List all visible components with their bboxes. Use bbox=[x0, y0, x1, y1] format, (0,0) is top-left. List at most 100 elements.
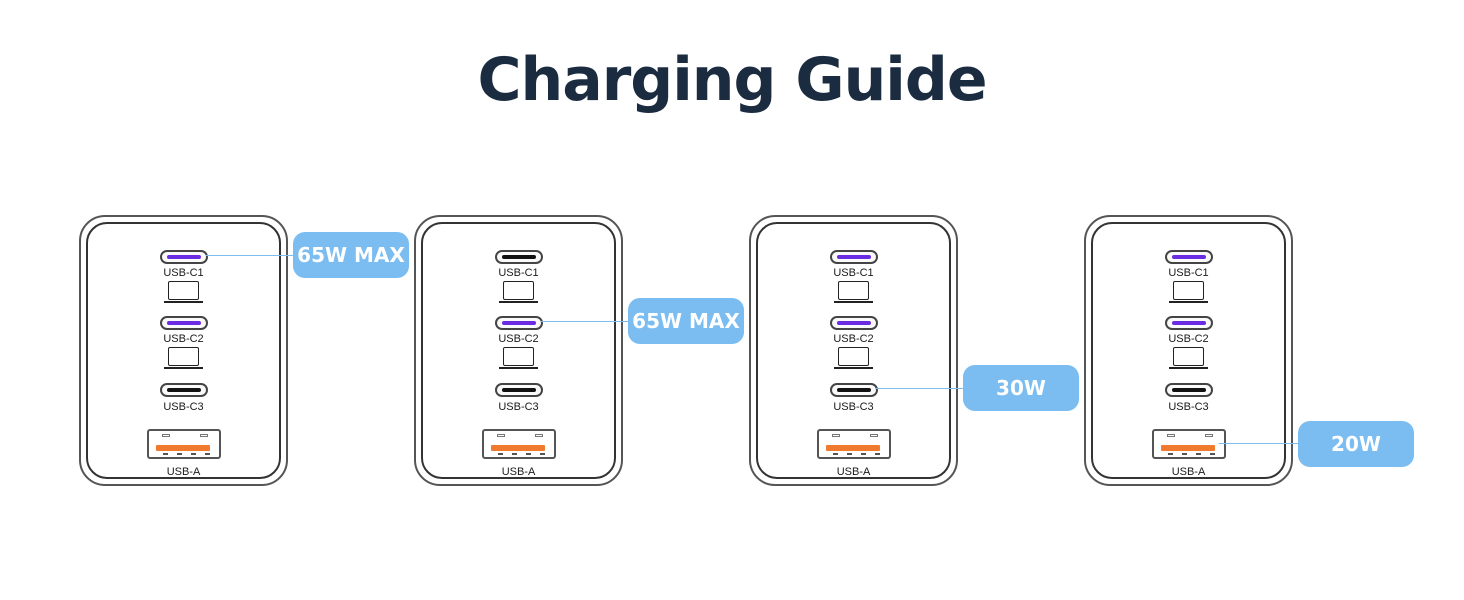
port-label: USB-C2 bbox=[163, 333, 204, 345]
usb-a-pin bbox=[511, 453, 517, 455]
laptop-icon bbox=[503, 281, 534, 300]
laptop-base bbox=[834, 301, 873, 303]
laptop-icon bbox=[503, 347, 534, 366]
page-title: Charging Guide bbox=[477, 45, 987, 115]
usb-a-pin bbox=[204, 453, 210, 455]
port-label: USB-A bbox=[1171, 466, 1206, 478]
usb-a-tab bbox=[1204, 434, 1213, 437]
laptop-base bbox=[1169, 301, 1208, 303]
charger-faceplate bbox=[756, 222, 951, 479]
usb-c-slot bbox=[836, 321, 871, 325]
usb-c-port bbox=[1164, 383, 1213, 397]
usb-a-port bbox=[816, 429, 891, 459]
usb-a-contact-bar bbox=[1160, 445, 1215, 451]
usb-a-pin bbox=[846, 453, 852, 455]
usb-c-port bbox=[159, 250, 208, 264]
usb-a-tab bbox=[831, 434, 840, 437]
usb-a-pin bbox=[1195, 453, 1201, 455]
usb-c-slot bbox=[836, 255, 871, 259]
usb-a-port bbox=[481, 429, 556, 459]
usb-a-pin bbox=[1181, 453, 1187, 455]
usb-c-slot bbox=[1171, 388, 1206, 392]
usb-a-pin bbox=[1167, 453, 1173, 455]
laptop-icon bbox=[1173, 347, 1204, 366]
port-label: USB-A bbox=[836, 466, 871, 478]
callout-connector-line bbox=[205, 255, 297, 256]
usb-a-pin bbox=[874, 453, 880, 455]
usb-c-port bbox=[159, 383, 208, 397]
power-output-badge: 65W MAX bbox=[293, 232, 409, 278]
usb-a-tab bbox=[534, 434, 543, 437]
usb-c-port bbox=[159, 316, 208, 330]
usb-a-pin bbox=[539, 453, 545, 455]
laptop-icon bbox=[168, 347, 199, 366]
usb-a-contact-bar bbox=[155, 445, 210, 451]
usb-a-pin bbox=[832, 453, 838, 455]
usb-a-contact-bar bbox=[490, 445, 545, 451]
power-output-badge: 30W bbox=[963, 365, 1079, 411]
callout-connector-line bbox=[1218, 443, 1302, 444]
usb-c-slot bbox=[501, 255, 536, 259]
port-label: USB-C1 bbox=[1168, 267, 1209, 279]
port-label: USB-C1 bbox=[163, 267, 204, 279]
port-label: USB-C3 bbox=[833, 401, 874, 413]
charger-faceplate bbox=[421, 222, 616, 479]
usb-c-slot bbox=[836, 388, 871, 392]
laptop-base bbox=[499, 367, 538, 369]
power-output-badge: 20W bbox=[1298, 421, 1414, 467]
laptop-icon bbox=[168, 281, 199, 300]
laptop-icon bbox=[838, 347, 869, 366]
usb-a-contact-bar bbox=[825, 445, 880, 451]
usb-a-tab bbox=[161, 434, 170, 437]
usb-c-port bbox=[1164, 316, 1213, 330]
port-label: USB-C2 bbox=[498, 333, 539, 345]
usb-a-tab bbox=[1166, 434, 1175, 437]
charger-faceplate bbox=[1091, 222, 1286, 479]
usb-c-slot bbox=[166, 321, 201, 325]
laptop-base bbox=[164, 301, 203, 303]
usb-c-port bbox=[494, 250, 543, 264]
usb-c-port bbox=[1164, 250, 1213, 264]
port-label: USB-A bbox=[166, 466, 201, 478]
usb-c-port bbox=[829, 316, 878, 330]
usb-a-tab bbox=[496, 434, 505, 437]
usb-a-pin bbox=[497, 453, 503, 455]
port-label: USB-C3 bbox=[1168, 401, 1209, 413]
usb-a-pin bbox=[525, 453, 531, 455]
port-label: USB-C2 bbox=[833, 333, 874, 345]
port-label: USB-C1 bbox=[498, 267, 539, 279]
port-label: USB-A bbox=[501, 466, 536, 478]
usb-c-port bbox=[494, 383, 543, 397]
callout-connector-line bbox=[875, 388, 967, 389]
port-label: USB-C3 bbox=[163, 401, 204, 413]
usb-c-port bbox=[494, 316, 543, 330]
callout-connector-line bbox=[540, 321, 632, 322]
port-label: USB-C1 bbox=[833, 267, 874, 279]
usb-a-port bbox=[146, 429, 221, 459]
laptop-icon bbox=[1173, 281, 1204, 300]
port-label: USB-C3 bbox=[498, 401, 539, 413]
usb-a-pin bbox=[176, 453, 182, 455]
laptop-base bbox=[499, 301, 538, 303]
usb-c-port bbox=[829, 250, 878, 264]
usb-a-pin bbox=[162, 453, 168, 455]
port-label: USB-C2 bbox=[1168, 333, 1209, 345]
usb-c-slot bbox=[166, 388, 201, 392]
usb-c-slot bbox=[501, 388, 536, 392]
usb-c-port bbox=[829, 383, 878, 397]
usb-c-slot bbox=[1171, 255, 1206, 259]
usb-c-slot bbox=[166, 255, 201, 259]
usb-a-tab bbox=[199, 434, 208, 437]
power-output-badge: 65W MAX bbox=[628, 298, 744, 344]
usb-c-slot bbox=[1171, 321, 1206, 325]
laptop-icon bbox=[838, 281, 869, 300]
usb-a-port bbox=[1151, 429, 1226, 459]
laptop-base bbox=[164, 367, 203, 369]
laptop-base bbox=[1169, 367, 1208, 369]
usb-a-pin bbox=[1209, 453, 1215, 455]
